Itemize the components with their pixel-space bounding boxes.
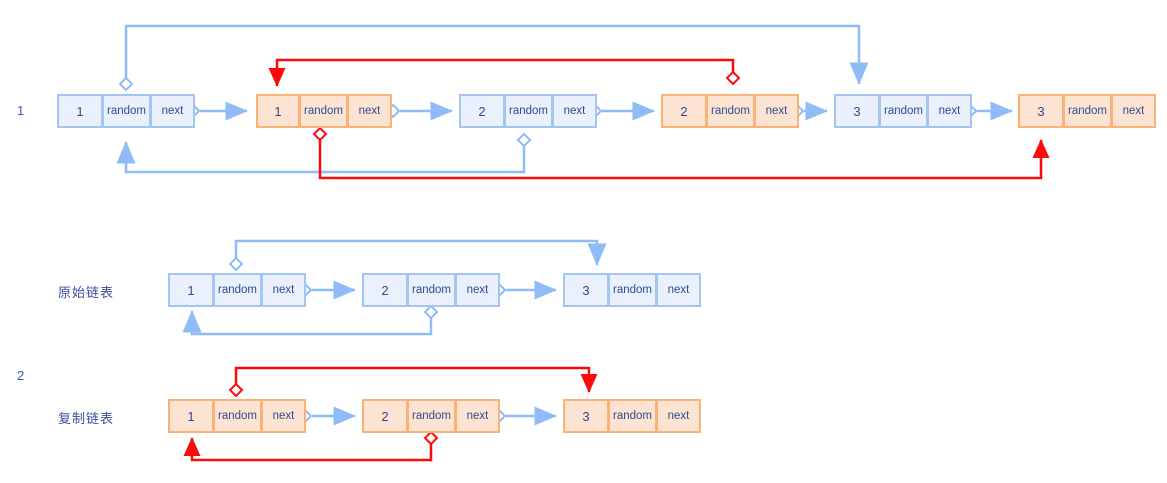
node-random-field: random bbox=[880, 94, 928, 128]
node-random-field: random bbox=[707, 94, 755, 128]
node-interleaved-5[interactable]: 3 random next bbox=[1018, 94, 1156, 128]
node-next-field: next bbox=[657, 399, 701, 433]
section-index-2: 2 bbox=[17, 368, 25, 383]
node-original-2[interactable]: 3 random next bbox=[563, 273, 701, 307]
node-next-field: next bbox=[456, 399, 500, 433]
node-next-field: next bbox=[262, 273, 306, 307]
section-index-1: 1 bbox=[17, 103, 25, 118]
node-interleaved-2[interactable]: 2 random next bbox=[459, 94, 597, 128]
node-value: 3 bbox=[563, 399, 609, 433]
node-random-field: random bbox=[1064, 94, 1112, 128]
node-value: 2 bbox=[362, 399, 408, 433]
node-next-field: next bbox=[456, 273, 500, 307]
node-value: 1 bbox=[256, 94, 300, 128]
node-interleaved-4[interactable]: 3 random next bbox=[834, 94, 972, 128]
node-next-field: next bbox=[928, 94, 972, 128]
node-copy-2[interactable]: 3 random next bbox=[563, 399, 701, 433]
node-interleaved-1[interactable]: 1 random next bbox=[256, 94, 392, 128]
node-value: 3 bbox=[1018, 94, 1064, 128]
node-random-field: random bbox=[505, 94, 553, 128]
node-value: 1 bbox=[57, 94, 103, 128]
node-next-field: next bbox=[1112, 94, 1156, 128]
section1-blue-random-pointers bbox=[116, 24, 869, 174]
node-copy-1[interactable]: 2 random next bbox=[362, 399, 500, 433]
section1-red-random-pointers bbox=[268, 58, 1050, 180]
node-value: 3 bbox=[563, 273, 609, 307]
node-next-field: next bbox=[755, 94, 799, 128]
caption-original-list: 原始链表 bbox=[58, 286, 115, 301]
node-value: 1 bbox=[168, 399, 214, 433]
node-next-field: next bbox=[262, 399, 306, 433]
node-next-field: next bbox=[553, 94, 597, 128]
node-next-field: next bbox=[348, 94, 392, 128]
node-random-field: random bbox=[609, 399, 657, 433]
section2-original-random-pointers bbox=[182, 239, 607, 336]
node-random-field: random bbox=[408, 399, 456, 433]
node-value: 2 bbox=[362, 273, 408, 307]
node-random-field: random bbox=[300, 94, 348, 128]
node-value: 1 bbox=[168, 273, 214, 307]
node-interleaved-3[interactable]: 2 random next bbox=[661, 94, 799, 128]
caption-copied-list: 复制链表 bbox=[58, 412, 115, 427]
node-original-0[interactable]: 1 random next bbox=[168, 273, 306, 307]
node-value: 3 bbox=[834, 94, 880, 128]
node-random-field: random bbox=[214, 399, 262, 433]
node-copy-0[interactable]: 1 random next bbox=[168, 399, 306, 433]
node-value: 2 bbox=[459, 94, 505, 128]
node-value: 2 bbox=[661, 94, 707, 128]
node-random-field: random bbox=[103, 94, 151, 128]
node-random-field: random bbox=[214, 273, 262, 307]
node-next-field: next bbox=[151, 94, 195, 128]
node-original-1[interactable]: 2 random next bbox=[362, 273, 500, 307]
node-next-field: next bbox=[657, 273, 701, 307]
node-random-field: random bbox=[609, 273, 657, 307]
node-random-field: random bbox=[408, 273, 456, 307]
node-interleaved-0[interactable]: 1 random next bbox=[57, 94, 195, 128]
section2-copy-random-pointers bbox=[183, 366, 598, 462]
